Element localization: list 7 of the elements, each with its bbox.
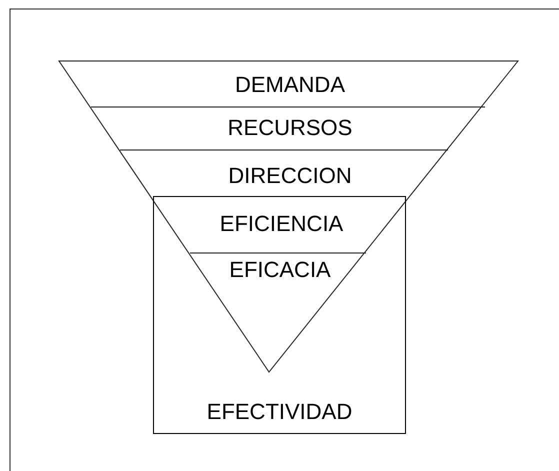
funnel-band-label: RECURSOS <box>140 109 440 147</box>
box-label: EFECTIVIDAD <box>206 398 352 425</box>
funnel-band-label: EFICACIA <box>205 254 355 286</box>
funnel-band-label: DEMANDA <box>110 66 470 104</box>
outcome-box <box>153 196 406 434</box>
funnel-band-label: DIRECCION <box>160 157 420 195</box>
funnel-band-label: EFICIENCIA <box>150 199 413 249</box>
